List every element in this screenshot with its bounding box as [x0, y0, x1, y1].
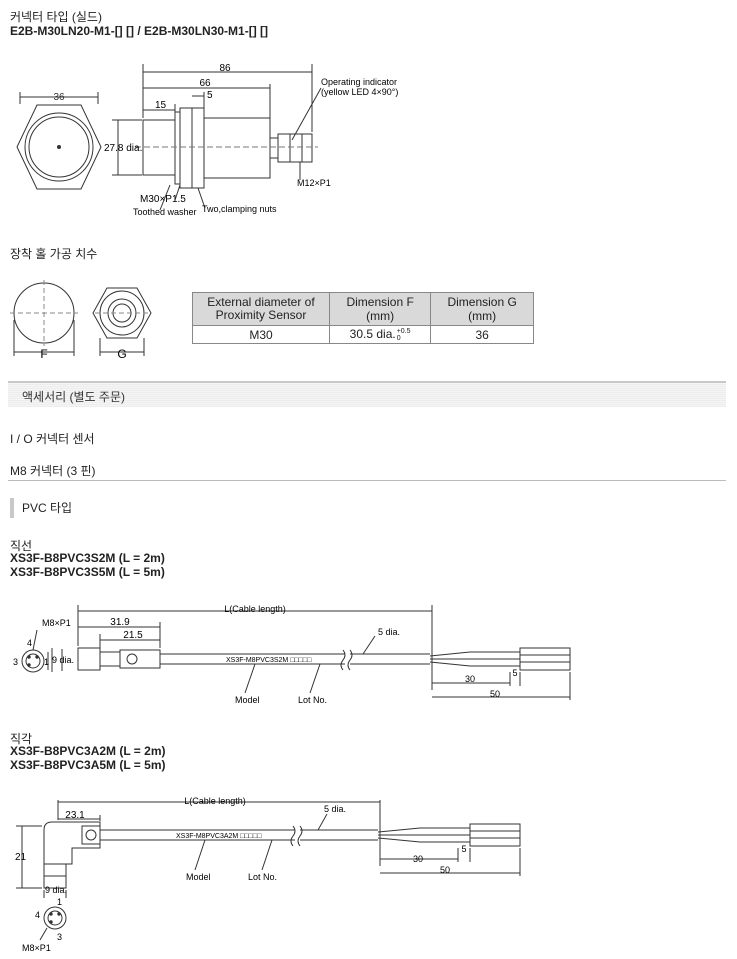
header-dim-f: Dimension F (mm)	[328, 292, 432, 326]
toothed-washer	[174, 111, 181, 185]
cell-diameter: M30	[192, 325, 330, 344]
label-f: F	[40, 347, 47, 361]
mounting-table: External diameter of Proximity Sensor Di…	[192, 292, 534, 344]
right-angle-end-view	[43, 906, 67, 930]
mounting-title: 장착 홀 가공 치수	[10, 247, 98, 261]
dim-15: 15	[155, 100, 167, 111]
dim-dia: 27.8 dia.	[104, 143, 142, 154]
right-angle-model-2: XS3F-B8PVC3A5M (L = 5m)	[10, 758, 166, 772]
accessories-title: 액세서리 (별도 주문)	[22, 390, 125, 404]
header-dim-g: Dimension G (mm)	[430, 292, 534, 326]
pvc-title: PVC 타입	[10, 498, 72, 518]
right-angle-model-1: XS3F-B8PVC3A2M (L = 2m)	[10, 744, 166, 758]
right-angle-9dia: 9 dia.	[45, 885, 67, 895]
straight-pin-4: 4	[27, 638, 32, 648]
clamping-nut-1	[179, 107, 193, 189]
right-angle-title: 직각	[10, 732, 33, 746]
straight-label-5dia: 5 dia.	[378, 627, 400, 637]
straight-pin-1: 1	[44, 657, 49, 667]
right-angle-label-cable: L(Cable length)	[184, 796, 246, 806]
straight-label-lot: Lot No.	[298, 695, 327, 705]
right-angle-pin-1: 1	[57, 897, 62, 907]
label-m12: M12×P1	[297, 178, 331, 188]
front-view-circle	[24, 112, 94, 182]
divider	[8, 480, 726, 481]
mounting-drawing: F G	[10, 280, 152, 361]
dim-36: 36	[53, 92, 65, 103]
dim-66: 66	[199, 78, 211, 89]
straight-label-model: Model	[235, 695, 260, 705]
f-value: 30.5 dia.	[349, 327, 396, 342]
label-g: G	[117, 347, 126, 361]
f-tol-lower: 0	[396, 334, 401, 342]
label-indicator-1: Operating indicator	[321, 77, 397, 87]
right-angle-dim-231: 23.1	[65, 810, 85, 821]
straight-wires	[429, 651, 520, 667]
right-angle-pin-4: 4	[35, 910, 40, 920]
m12-connector	[277, 133, 313, 163]
straight-dim-319: 31.9	[110, 617, 130, 628]
straight-model-2: XS3F-B8PVC3S5M (L = 5m)	[10, 565, 165, 579]
f-tol-upper: +0.5	[396, 327, 411, 335]
dim-5: 5	[207, 90, 213, 101]
front-view-hex	[16, 104, 102, 190]
dim-86: 86	[219, 63, 231, 74]
straight-dim-5: 5	[512, 668, 517, 678]
right-angle-pin-3: 3	[57, 932, 62, 942]
right-angle-drawing: 23.1 L(Cable length) 5 dia. 21 XS3F-M8PV…	[15, 796, 521, 953]
straight-dim-30: 30	[465, 674, 475, 684]
straight-label-cable: L(Cable length)	[224, 604, 286, 614]
label-nuts: Two,clamping nuts	[202, 204, 277, 214]
clamping-nut-2	[191, 107, 205, 189]
accessories-bar: 액세서리 (별도 주문)	[8, 381, 726, 407]
straight-pin-3: 3	[13, 657, 18, 667]
io-title: I / O 커넥터 센서	[10, 432, 95, 446]
straight-drawing: M8×P1 4 3 1 9 dia. 31.9 21.5 L(Cable len…	[13, 604, 571, 705]
hole-g-hex	[92, 287, 152, 339]
straight-label-m8: M8×P1	[42, 618, 71, 628]
straight-dim-50: 50	[490, 689, 500, 699]
right-angle-dim-50: 50	[440, 865, 450, 875]
right-angle-wires	[377, 827, 470, 843]
sensor-body	[203, 117, 271, 179]
right-angle-dim-21: 21	[15, 852, 27, 863]
right-angle-print: XS3F-M8PVC3A2M □□□□□	[176, 833, 262, 840]
m8-title: M8 커넥터 (3 핀)	[10, 464, 96, 478]
right-angle-label-5dia: 5 dia.	[324, 804, 346, 814]
model-names: E2B-M30LN20-M1-[] [] / E2B-M30LN30-M1-[]…	[10, 24, 269, 38]
straight-print: XS3F-M8PVC3S2M □□□□□	[226, 657, 312, 664]
header-diameter: External diameter of Proximity Sensor	[192, 292, 330, 326]
right-angle-label-m8: M8×P1	[22, 943, 51, 953]
straight-9dia: 9 dia.	[52, 655, 74, 665]
straight-title: 직선	[10, 539, 33, 553]
sensor-connector	[269, 137, 279, 159]
right-angle-elbow	[43, 821, 101, 865]
label-indicator-2: (yellow LED 4×90°)	[321, 87, 398, 97]
straight-end-view	[21, 649, 45, 673]
section-title: 커넥터 타입 (실드)	[10, 10, 102, 24]
right-angle-label-model: Model	[186, 872, 211, 882]
right-angle-dim-30: 30	[413, 854, 423, 864]
right-angle-label-lot: Lot No.	[248, 872, 277, 882]
right-angle-dim-5: 5	[461, 844, 466, 854]
label-m30: M30×P1.5	[140, 194, 186, 205]
sensor-drawing: 86 66 5 15 36 27.8 dia. Operating indica…	[16, 63, 398, 217]
straight-nut	[77, 647, 101, 671]
straight-dim-215: 21.5	[123, 630, 143, 641]
cell-dim-g: 36	[430, 325, 534, 344]
straight-grip	[119, 649, 161, 669]
label-washer: Toothed washer	[133, 207, 197, 217]
straight-model-1: XS3F-B8PVC3S2M (L = 2m)	[10, 551, 165, 565]
